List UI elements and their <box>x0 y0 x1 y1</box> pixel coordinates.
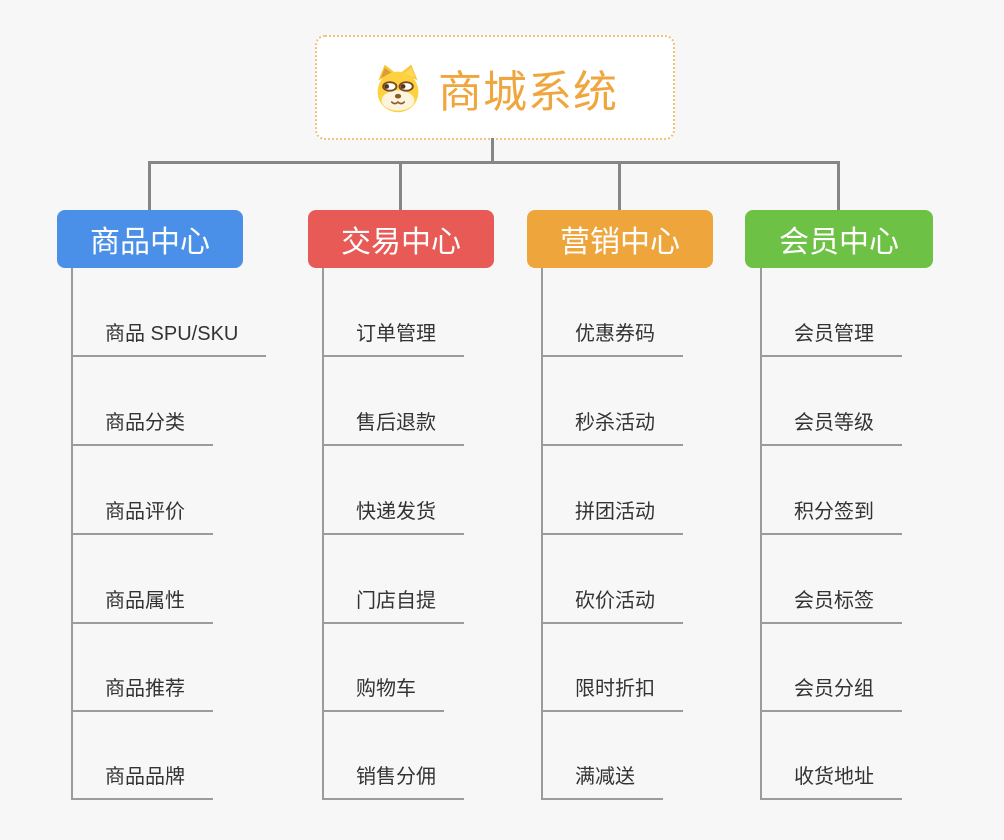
branch-node-product-center[interactable]: 商品中心 <box>57 210 243 268</box>
connector-drop-product <box>148 161 151 210</box>
root-node-mall-system[interactable]: 商城系统 <box>315 35 675 140</box>
branch-label: 会员中心 <box>779 226 899 259</box>
branch-node-trade-center[interactable]: 交易中心 <box>308 210 494 268</box>
root-title: 商城系统 <box>438 67 618 117</box>
leaf-node[interactable]: 商品推荐 <box>71 677 213 712</box>
branch-node-marketing-center[interactable]: 营销中心 <box>527 210 713 268</box>
leaf-node[interactable]: 购物车 <box>322 677 444 712</box>
leaf-node[interactable]: 秒杀活动 <box>541 411 683 446</box>
connector-horizontal-bar <box>148 161 840 164</box>
branch-label: 交易中心 <box>341 226 461 259</box>
leaf-node[interactable]: 会员等级 <box>760 411 902 446</box>
leaf-node[interactable]: 商品品牌 <box>71 765 213 800</box>
leaf-node[interactable]: 销售分佣 <box>322 765 464 800</box>
leaf-node[interactable]: 满减送 <box>541 765 663 800</box>
leaf-node[interactable]: 积分签到 <box>760 500 902 535</box>
branch-node-member-center[interactable]: 会员中心 <box>745 210 933 268</box>
leaf-node[interactable]: 会员管理 <box>760 322 902 357</box>
leaf-node[interactable]: 商品分类 <box>71 411 213 446</box>
connector-root-trunk <box>491 138 494 164</box>
leaf-node[interactable]: 会员标签 <box>760 589 902 624</box>
leaf-node[interactable]: 商品 SPU/SKU <box>71 322 267 357</box>
branch-label: 商品中心 <box>90 226 210 259</box>
leaf-node[interactable]: 门店自提 <box>322 589 464 624</box>
connector-drop-member <box>837 161 840 210</box>
leaf-node[interactable]: 收货地址 <box>760 765 902 800</box>
leaf-node[interactable]: 商品属性 <box>71 589 213 624</box>
connector-drop-market <box>618 161 621 210</box>
connector-drop-trade <box>399 161 402 210</box>
dog-face-icon <box>377 64 419 112</box>
leaf-node[interactable]: 商品评价 <box>71 500 213 535</box>
leaf-node[interactable]: 快递发货 <box>322 500 464 535</box>
leaf-node[interactable]: 优惠券码 <box>541 322 683 357</box>
branch-label: 营销中心 <box>560 226 680 259</box>
leaf-node[interactable]: 砍价活动 <box>541 589 683 624</box>
leaf-node[interactable]: 拼团活动 <box>541 500 683 535</box>
leaf-node[interactable]: 限时折扣 <box>541 677 683 712</box>
leaf-node[interactable]: 售后退款 <box>322 411 464 446</box>
leaf-node[interactable]: 订单管理 <box>322 322 464 357</box>
leaf-node[interactable]: 会员分组 <box>760 677 902 712</box>
